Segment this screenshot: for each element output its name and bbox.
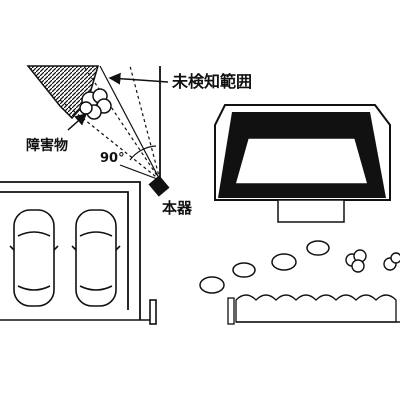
device-sensor	[148, 175, 170, 197]
shrubs	[345, 249, 400, 273]
cone-edge-left	[99, 65, 161, 181]
undetected-area-label: 未検知範囲	[171, 72, 252, 91]
garage-base	[0, 299, 157, 325]
car-right	[71, 209, 121, 307]
angle-ray	[119, 164, 161, 181]
hedge	[227, 294, 400, 325]
stepping-stones	[199, 240, 330, 294]
garage	[0, 181, 141, 320]
car-left	[9, 209, 59, 307]
obstacle-leader	[67, 113, 88, 131]
device-label: 本器	[162, 199, 193, 217]
house-entrance	[277, 199, 345, 223]
obstacle-label: 障害物	[26, 137, 68, 154]
undetected-leader	[108, 72, 169, 85]
house	[214, 104, 391, 223]
angle-arc	[129, 145, 157, 161]
angle-label: 90°	[100, 151, 125, 166]
